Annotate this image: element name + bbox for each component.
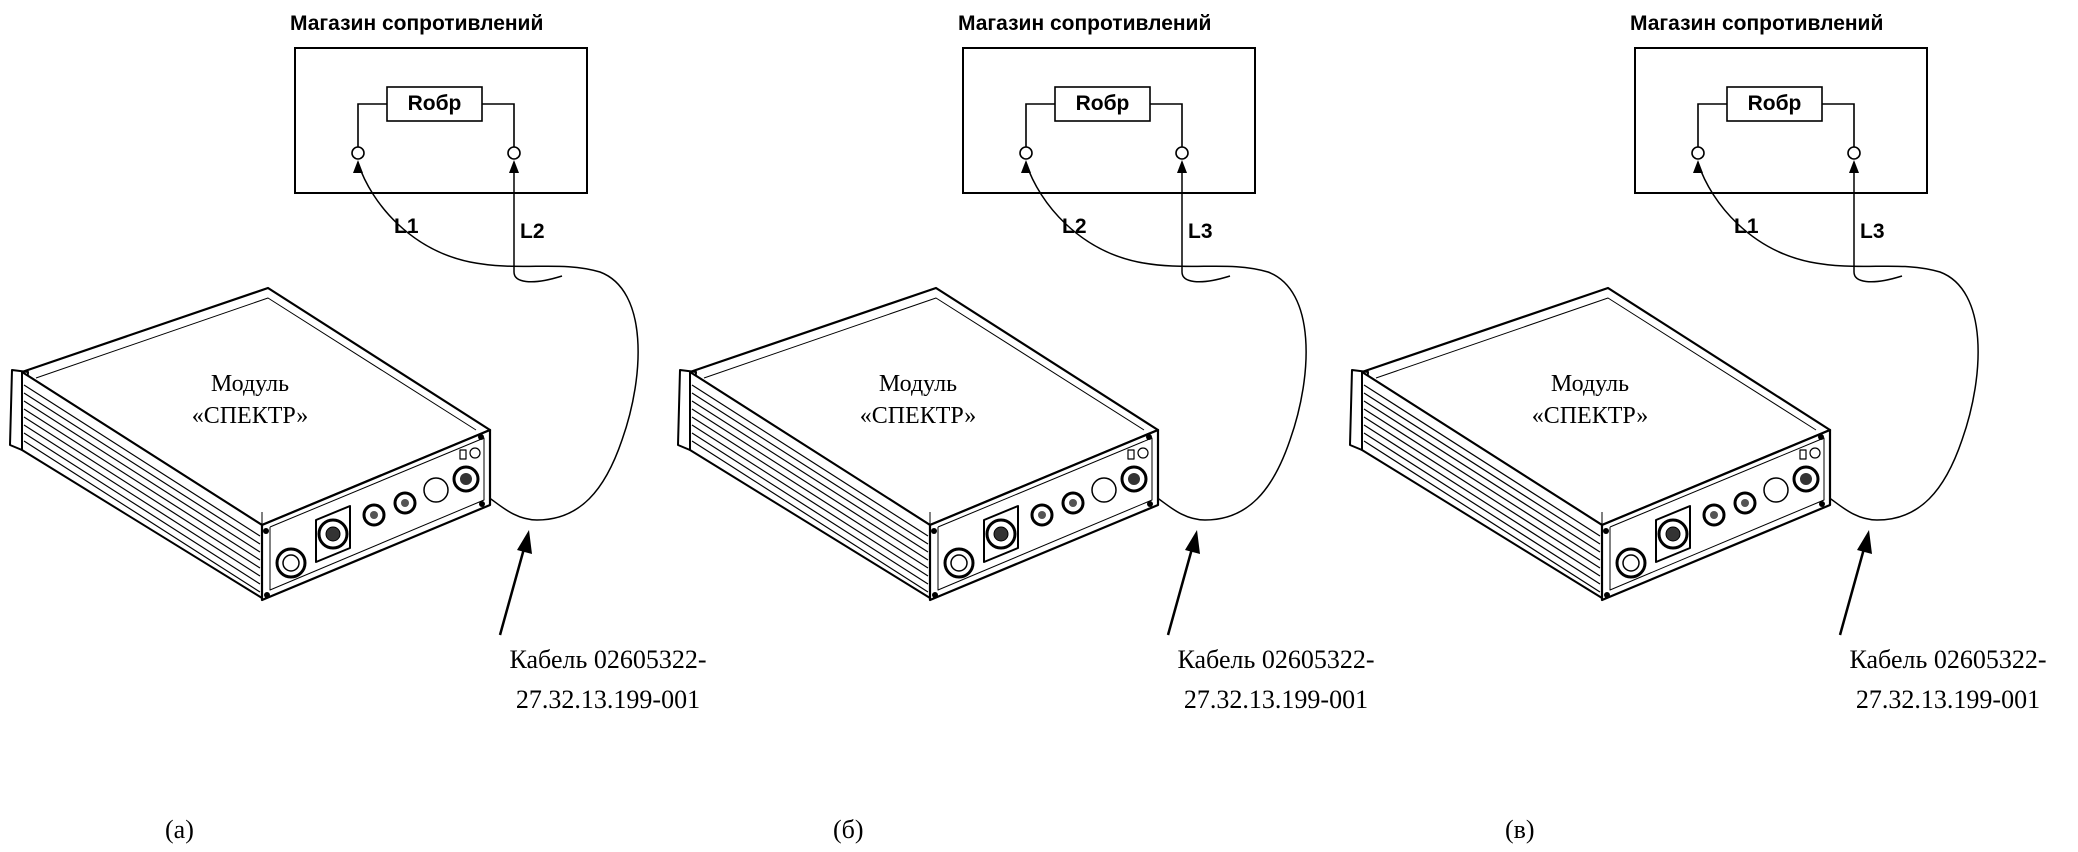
- cable-pointer-arrowhead: [1185, 530, 1200, 554]
- resistance-store-title: Магазин сопротивлений: [1630, 12, 1884, 35]
- diagram-panel-3: Магазин сопротивлений Rобр L1 L3 Модуль …: [1340, 0, 2046, 852]
- panel-caption: (б): [833, 815, 864, 844]
- module-model: «СПЕКТР»: [191, 403, 309, 429]
- spektr-module: [1349, 286, 1832, 602]
- resistance-store-title: Магазин сопротивлений: [290, 12, 544, 35]
- arrowhead-right: [1849, 160, 1859, 173]
- module-label: Модуль «СПЕКТР»: [1490, 368, 1690, 432]
- panel-drawing: [677, 47, 1307, 636]
- terminal-left: [1019, 146, 1033, 160]
- cable-label-line2: 27.32.13.199-001: [1183, 685, 1369, 714]
- cable-label-line1: Кабель 02605322-: [509, 645, 707, 674]
- resistance-store-title: Магазин сопротивлений: [958, 12, 1212, 35]
- terminal-left: [351, 146, 365, 160]
- store-wire-right: [482, 103, 515, 148]
- cable-label-line2: 27.32.13.199-001: [515, 685, 701, 714]
- cable-label-line2: 27.32.13.199-001: [1855, 685, 2041, 714]
- cable-pointer-arrow: [1838, 544, 1867, 636]
- store-wire-right: [1150, 103, 1183, 148]
- cable-pointer-arrowhead: [1857, 530, 1872, 554]
- terminal-left: [1691, 146, 1705, 160]
- spektr-module: [9, 286, 492, 602]
- arrowhead-left: [1021, 160, 1031, 173]
- resistor-symbol: [1726, 86, 1823, 122]
- cable-wire: [357, 162, 639, 521]
- store-wire-left: [1697, 103, 1727, 148]
- module-model: «СПЕКТР»: [859, 403, 977, 429]
- cable-wire: [1697, 162, 1979, 521]
- resistor-symbol: [386, 86, 483, 122]
- lead-label-left: L1: [1734, 215, 1759, 238]
- panel-drawing: [9, 47, 639, 636]
- cable-wire: [1025, 162, 1307, 521]
- cable-label: Кабель 02605322- 27.32.13.199-001: [478, 640, 738, 720]
- store-wire-left: [357, 103, 387, 148]
- cable-label: Кабель 02605322- 27.32.13.199-001: [1146, 640, 1406, 720]
- lead-label-right: L3: [1188, 220, 1213, 243]
- cable-pointer-arrow: [498, 544, 527, 636]
- cable-label: Кабель 02605322- 27.32.13.199-001: [1818, 640, 2078, 720]
- arrowhead-right: [509, 160, 519, 173]
- panel-drawing: [1349, 47, 1979, 636]
- module-name: Модуль: [1550, 371, 1630, 397]
- resistor-symbol: [1054, 86, 1151, 122]
- module-name: Модуль: [878, 371, 958, 397]
- module-model: «СПЕКТР»: [1531, 403, 1649, 429]
- arrowhead-left: [353, 160, 363, 173]
- resistor-label: Rобр: [407, 92, 462, 115]
- diagram-panel-1: Магазин сопротивлений Rобр L1 L2 Модуль …: [0, 0, 706, 852]
- arrowhead-left: [1693, 160, 1703, 173]
- terminal-right: [1175, 146, 1189, 160]
- spektr-module: [677, 286, 1160, 602]
- cable-branch: [1853, 163, 1903, 283]
- diagram-panel-2: Магазин сопротивлений Rобр L2 L3 Модуль …: [668, 0, 1374, 852]
- cable-branch: [513, 163, 563, 283]
- store-wire-left: [1025, 103, 1055, 148]
- module-label: Модуль «СПЕКТР»: [818, 368, 1018, 432]
- lead-label-right: L2: [520, 220, 545, 243]
- panel-caption: (а): [165, 815, 194, 844]
- store-wire-right: [1822, 103, 1855, 148]
- cable-label-line1: Кабель 02605322-: [1177, 645, 1375, 674]
- lead-label-left: L2: [1062, 215, 1087, 238]
- lead-label-left: L1: [394, 215, 419, 238]
- terminal-right: [507, 146, 521, 160]
- panel-caption: (в): [1505, 815, 1535, 844]
- module-label: Модуль «СПЕКТР»: [150, 368, 350, 432]
- module-name: Модуль: [210, 371, 290, 397]
- resistor-label: Rобр: [1075, 92, 1130, 115]
- cable-pointer-arrow: [1166, 544, 1195, 636]
- cable-branch: [1181, 163, 1231, 283]
- cable-label-line1: Кабель 02605322-: [1849, 645, 2047, 674]
- cable-pointer-arrowhead: [517, 530, 532, 554]
- terminal-right: [1847, 146, 1861, 160]
- resistor-label: Rобр: [1747, 92, 1802, 115]
- arrowhead-right: [1177, 160, 1187, 173]
- lead-label-right: L3: [1860, 220, 1885, 243]
